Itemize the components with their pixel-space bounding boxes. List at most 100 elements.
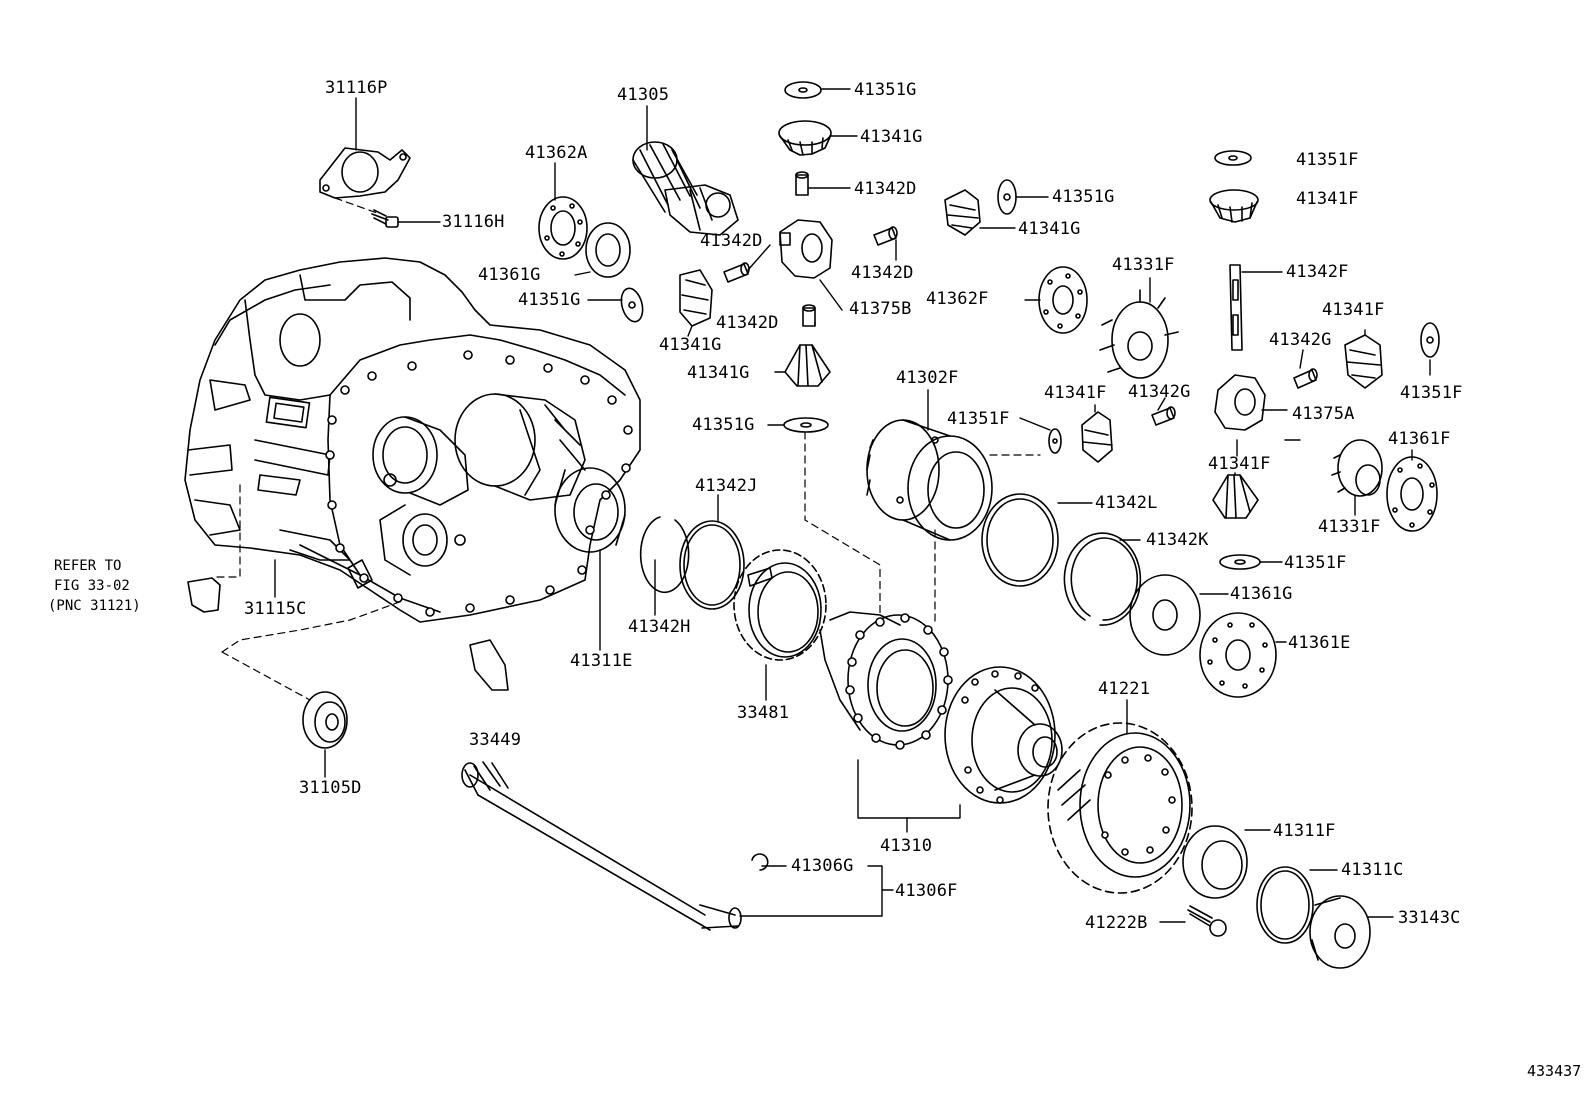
callout-41341G-d[interactable]: 41341G xyxy=(687,363,750,383)
bearing-41311E xyxy=(555,468,625,552)
callout-41342D-c[interactable]: 41342D xyxy=(851,263,914,283)
callout-41375B[interactable]: 41375B xyxy=(849,299,912,319)
callout-41342D-a[interactable]: 41342D xyxy=(854,179,917,199)
pinion-gear-41341G-c xyxy=(785,345,830,386)
callout-41342L[interactable]: 41342L xyxy=(1095,493,1158,513)
callout-41341G-b[interactable]: 41341G xyxy=(1018,219,1081,239)
callout-41341G-c[interactable]: 41341G xyxy=(659,335,722,355)
callout-41222B[interactable]: 41222B xyxy=(1085,913,1148,933)
refer-note-line2[interactable]: FIG 33-02 xyxy=(54,578,130,594)
callout-41351G-top[interactable]: 41351G xyxy=(854,80,917,100)
callout-41342G-a[interactable]: 41342G xyxy=(1269,330,1332,350)
pin-41342D-b xyxy=(724,263,749,282)
callout-41342J[interactable]: 41342J xyxy=(695,476,758,496)
callout-31115C[interactable]: 31115C xyxy=(244,599,307,619)
differential-case-41310-illustration xyxy=(820,612,1062,803)
cover-plate-31116P-illustration xyxy=(320,148,410,198)
callout-41351G-b[interactable]: 41351G xyxy=(1052,187,1115,207)
callout-41302F[interactable]: 41302F xyxy=(896,368,959,388)
refer-note-line1: REFER TO xyxy=(54,558,122,574)
callout-41306G[interactable]: 41306G xyxy=(791,856,854,876)
callout-41342D-b[interactable]: 41342D xyxy=(700,231,763,251)
callout-41361F[interactable]: 41361F xyxy=(1388,429,1451,449)
callout-33481[interactable]: 33481 xyxy=(737,703,790,723)
callout-41342H[interactable]: 41342H xyxy=(628,617,691,637)
callout-41351F-d[interactable]: 41351F xyxy=(1284,553,1347,573)
snap-ring-41342K xyxy=(1064,533,1140,625)
washer-41361G-a-illustration xyxy=(586,223,630,277)
case-41302F-illustration xyxy=(867,420,992,540)
pinion-gear-41341F-c xyxy=(1082,412,1112,462)
pinion-shaft-41342F xyxy=(1230,265,1242,350)
thrust-washer-41351F-d xyxy=(1220,555,1260,569)
snap-ring-41342L xyxy=(982,494,1058,586)
callout-41331F-b[interactable]: 41331F xyxy=(1318,517,1381,537)
thrust-washer-41351G-top xyxy=(785,82,821,98)
pinion-gear-41341G-b xyxy=(680,270,712,326)
snap-ring-41342J xyxy=(680,521,744,609)
pin-41342D-d xyxy=(803,305,815,326)
figure-id: 433437 xyxy=(1527,1062,1582,1080)
thrust-washer-41351G-b xyxy=(618,286,646,324)
bearing-33481 xyxy=(734,550,826,660)
callout-41351G-c[interactable]: 41351G xyxy=(518,290,581,310)
callout-41341F-d[interactable]: 41341F xyxy=(1208,454,1271,474)
seal-33143C-illustration xyxy=(1310,896,1370,968)
callout-41351G-d[interactable]: 41351G xyxy=(692,415,755,435)
callout-31116P[interactable]: 31116P xyxy=(325,78,388,98)
callout-33143C[interactable]: 33143C xyxy=(1398,908,1461,928)
callout-41342G-b[interactable]: 41342G xyxy=(1128,382,1191,402)
side-gear-41331F-a xyxy=(1100,290,1178,378)
callout-41221[interactable]: 41221 xyxy=(1098,679,1151,699)
washer-41361F-illustration xyxy=(1387,457,1437,531)
callout-41311C[interactable]: 41311C xyxy=(1341,860,1404,880)
callout-33449[interactable]: 33449 xyxy=(469,730,522,750)
callout-41362F[interactable]: 41362F xyxy=(926,289,989,309)
callout-41375A[interactable]: 41375A xyxy=(1292,404,1355,424)
callout-41341F-a[interactable]: 41341F xyxy=(1296,189,1359,209)
callout-41351F-c[interactable]: 41351F xyxy=(947,409,1010,429)
shim-41362A-illustration xyxy=(539,197,587,259)
callout-41361G-b[interactable]: 41361G xyxy=(1230,584,1293,604)
gear-41361G-b xyxy=(1130,575,1200,655)
callout-41331F-a[interactable]: 41331F xyxy=(1112,255,1175,275)
drive-shaft-41306F-illustration xyxy=(462,762,741,930)
thrust-washer-41351F-a xyxy=(1215,151,1251,165)
side-gear-41341G-top xyxy=(779,121,831,155)
callout-41342F[interactable]: 41342F xyxy=(1286,262,1349,282)
pinion-gear-41341F-d xyxy=(1213,475,1258,518)
oil-seal-31105D-illustration xyxy=(303,692,347,748)
callout-41362A[interactable]: 41362A xyxy=(525,143,588,163)
callout-41342D-d[interactable]: 41342D xyxy=(716,313,779,333)
callout-41311F[interactable]: 41311F xyxy=(1273,821,1336,841)
transaxle-case-illustration xyxy=(185,258,640,622)
case-41375B-illustration xyxy=(780,220,832,278)
bolt-41222B-illustration xyxy=(1188,906,1226,936)
leader-lines xyxy=(275,89,1430,922)
callout-41341F-b[interactable]: 41341F xyxy=(1322,300,1385,320)
ring-gear-41221-illustration xyxy=(1048,723,1192,893)
callout-41311E[interactable]: 41311E xyxy=(570,651,633,671)
shim-41362F-illustration xyxy=(1039,267,1087,333)
callout-41341G-top[interactable]: 41341G xyxy=(860,127,923,147)
callout-41351F-b[interactable]: 41351F xyxy=(1400,383,1463,403)
pin-41342D-a xyxy=(796,172,808,195)
pinion-gear-41341G-d xyxy=(945,190,980,235)
case-41375A-illustration xyxy=(1215,375,1265,430)
callout-41306F[interactable]: 41306F xyxy=(895,881,958,901)
callout-41310[interactable]: 41310 xyxy=(880,836,933,856)
race-41311C-illustration xyxy=(1257,867,1313,943)
callout-41351F-a[interactable]: 41351F xyxy=(1296,150,1359,170)
callout-31116H[interactable]: 31116H xyxy=(442,212,505,232)
pinion-shaft-41305-illustration xyxy=(633,142,738,235)
dashed-guides xyxy=(212,198,1040,700)
callout-41305[interactable]: 41305 xyxy=(617,85,670,105)
callout-41361E[interactable]: 41361E xyxy=(1288,633,1351,653)
callout-41342K[interactable]: 41342K xyxy=(1146,530,1209,550)
pin-41342D-c xyxy=(874,227,897,245)
thrust-washer-41351G-c xyxy=(784,418,828,432)
callout-41341F-c[interactable]: 41341F xyxy=(1044,383,1107,403)
callout-41361G-a[interactable]: 41361G xyxy=(478,265,541,285)
pin-41342G-a xyxy=(1294,369,1317,388)
callout-31105D[interactable]: 31105D xyxy=(299,778,362,798)
